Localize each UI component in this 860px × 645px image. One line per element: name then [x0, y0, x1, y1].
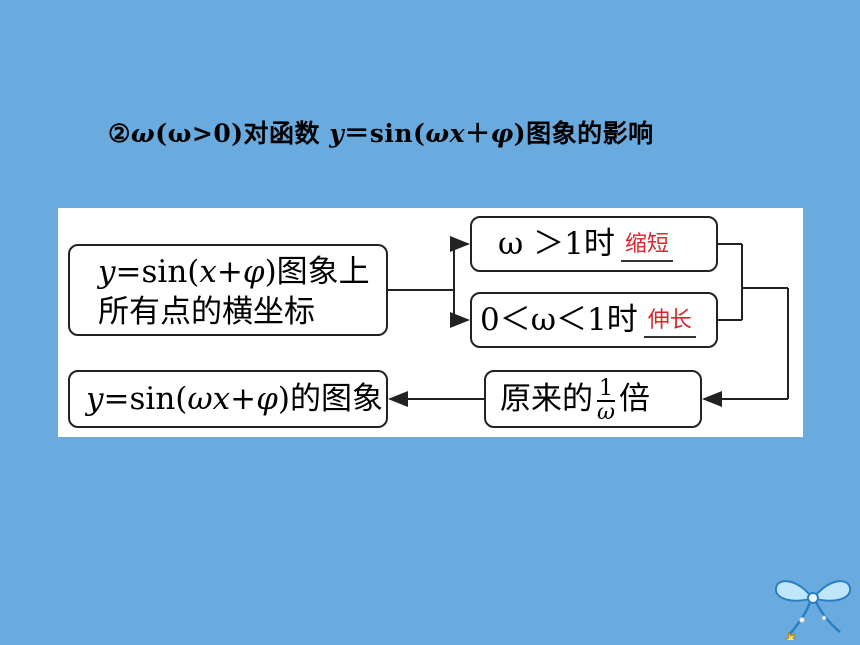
- source-y: y: [98, 254, 116, 290]
- factor-after: 倍: [619, 381, 650, 417]
- source-sin: =sin(: [115, 254, 200, 290]
- case-bottom-answer: 伸长: [643, 306, 696, 338]
- result-y: y: [86, 381, 104, 417]
- result-sin: =sin(: [103, 381, 188, 417]
- source-line-2: 所有点的横坐标: [98, 294, 315, 330]
- factor-numerator: 1: [597, 375, 615, 402]
- heading-condition: (ω>0): [155, 119, 244, 148]
- case-bottom-condition: 0＜ω＜1时: [480, 302, 638, 338]
- diagram-panel: y=sin(x+φ)图象上 所有点的横坐标 ω ＞1时缩短 0＜ω＜1时伸长 原…: [58, 208, 803, 437]
- ribbon-bow-icon: [774, 580, 852, 640]
- heading-text-1: 对函数: [243, 119, 330, 148]
- source-x: x: [199, 254, 217, 290]
- factor-before: 原来的: [500, 381, 593, 417]
- case-top-answer: 缩短: [620, 230, 673, 262]
- heading-phi: φ: [490, 119, 514, 148]
- case-top-condition: ω ＞1时: [498, 226, 615, 262]
- result-omega-x: ωx: [187, 381, 231, 417]
- result-phi: φ: [256, 381, 278, 417]
- source-line-1: y=sin(x+φ)图象上: [98, 252, 386, 292]
- heading-func: y: [329, 119, 345, 148]
- heading-omega: ω: [130, 119, 156, 148]
- source-plus: +: [216, 254, 243, 290]
- heading: ②ω(ω>0)对函数 y＝sin(ωx＋φ)图象的影响: [108, 114, 654, 150]
- diagram-connectors: [388, 236, 789, 407]
- case-top-box: ω ＞1时缩短: [470, 216, 718, 272]
- source-box: y=sin(x+φ)图象上 所有点的横坐标: [68, 244, 388, 336]
- heading-text-4: )图象的影响: [513, 119, 654, 148]
- heading-text-3: ＋: [465, 119, 491, 148]
- case-bottom-box: 0＜ω＜1时伸长: [470, 292, 718, 348]
- result-plus: +: [230, 381, 257, 417]
- source-phi: φ: [242, 254, 265, 290]
- factor-denominator: ω: [597, 399, 615, 425]
- result-box: y=sin(ωx+φ)的图象: [68, 370, 388, 428]
- heading-prefix: ②: [108, 119, 131, 148]
- heading-arg: ωx: [425, 119, 466, 148]
- source-tail: )图象上: [264, 254, 370, 290]
- result-tail: )的图象: [277, 381, 383, 417]
- heading-text-2: ＝sin(: [344, 119, 426, 148]
